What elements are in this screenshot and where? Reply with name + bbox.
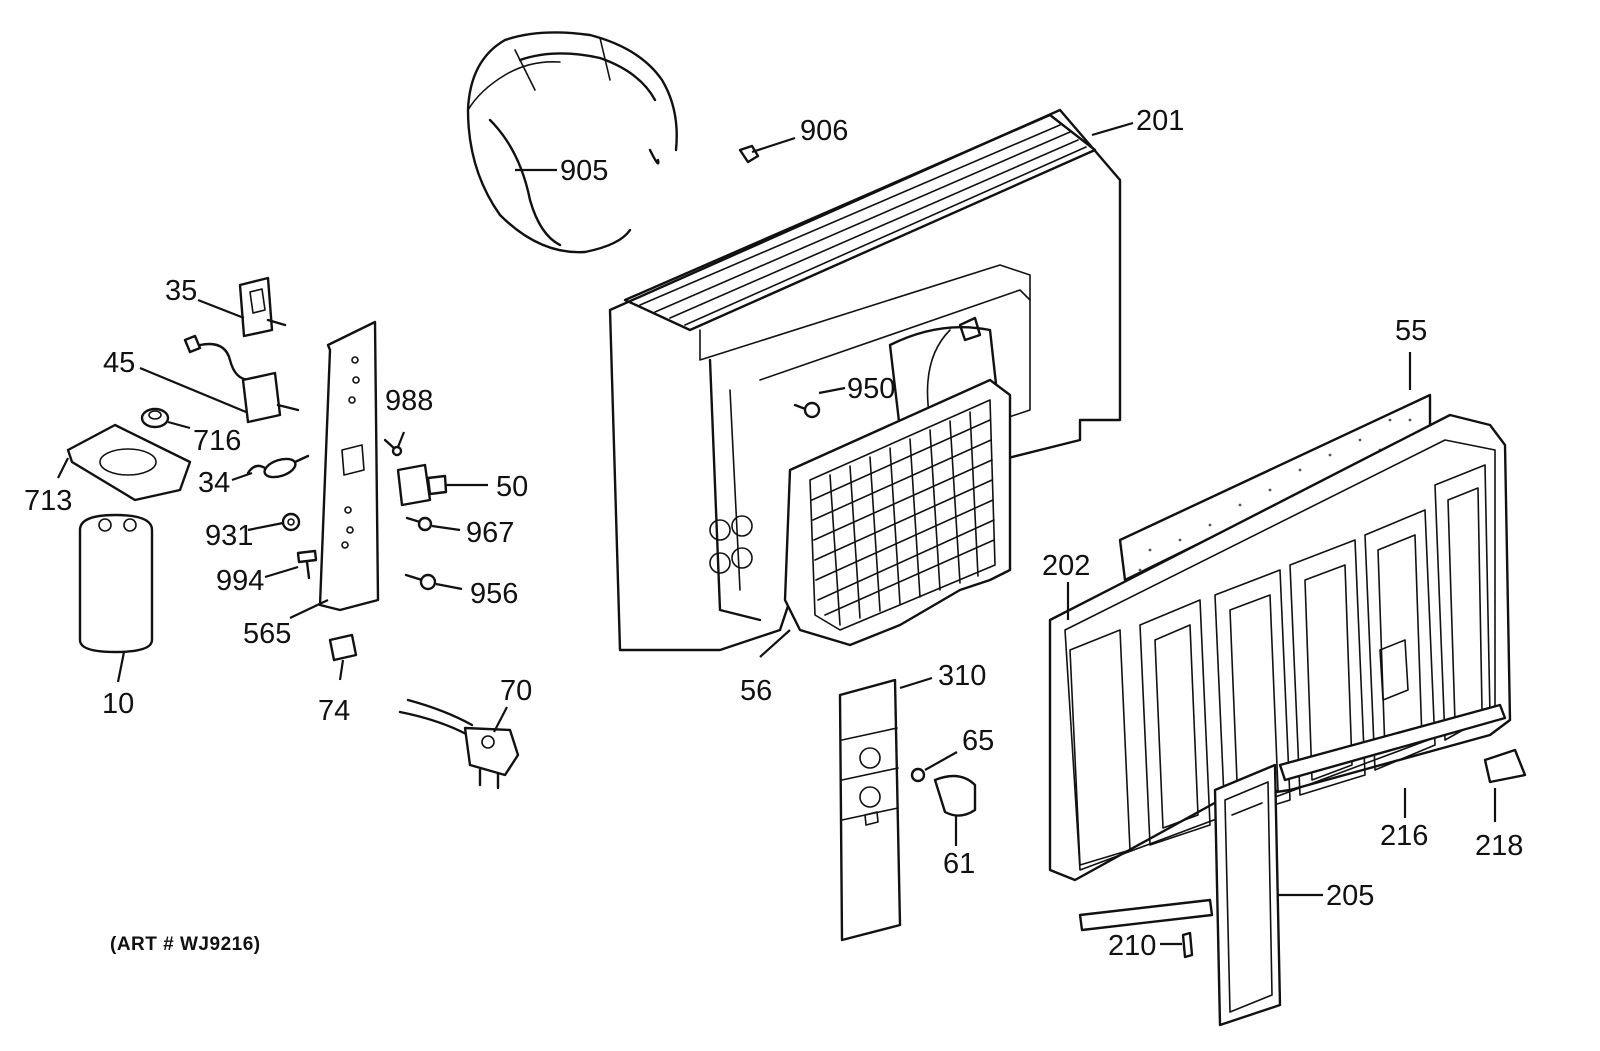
leader-201 bbox=[1091, 121, 1134, 137]
leader-956 bbox=[435, 582, 463, 591]
label-34: 34 bbox=[198, 467, 230, 499]
leader-950 bbox=[818, 386, 846, 395]
leader-716 bbox=[167, 420, 191, 430]
label-218: 218 bbox=[1475, 830, 1523, 862]
label-906: 906 bbox=[800, 115, 848, 147]
leader-565 bbox=[289, 599, 329, 619]
part-35-switch bbox=[238, 276, 287, 338]
label-565: 565 bbox=[243, 618, 291, 650]
part-967-screw bbox=[405, 516, 433, 532]
label-931: 931 bbox=[205, 520, 253, 552]
label-201: 201 bbox=[1136, 105, 1184, 137]
part-218-bracket bbox=[1483, 748, 1527, 784]
part-205-door bbox=[1213, 763, 1282, 1027]
part-70-power-cord bbox=[398, 698, 520, 790]
part-61-knob bbox=[933, 774, 977, 817]
label-35: 35 bbox=[165, 275, 197, 307]
part-905-fan-shroud bbox=[466, 31, 678, 254]
part-216-trim-strip bbox=[1278, 703, 1507, 782]
leader-988 bbox=[396, 431, 406, 448]
leader-10 bbox=[116, 651, 126, 683]
leader-65 bbox=[924, 751, 958, 771]
label-10: 10 bbox=[102, 688, 134, 720]
part-713-bracket bbox=[66, 423, 192, 502]
label-55: 55 bbox=[1395, 315, 1427, 347]
part-34-resistor bbox=[246, 454, 310, 479]
leader-310 bbox=[899, 676, 933, 690]
leader-967 bbox=[431, 524, 461, 532]
part-10-capacitor bbox=[78, 513, 154, 654]
label-45: 45 bbox=[103, 347, 135, 379]
label-950: 950 bbox=[847, 373, 895, 405]
label-716: 716 bbox=[193, 425, 241, 457]
label-205: 205 bbox=[1326, 880, 1374, 912]
part-210-strip bbox=[1078, 898, 1214, 959]
label-216: 216 bbox=[1380, 820, 1428, 852]
part-565-bracket bbox=[318, 320, 380, 612]
label-988: 988 bbox=[385, 385, 433, 417]
part-56-grille bbox=[783, 378, 1012, 647]
part-310-control-plate bbox=[838, 678, 902, 942]
leader-994 bbox=[264, 565, 299, 579]
label-713: 713 bbox=[24, 485, 72, 517]
label-50: 50 bbox=[496, 471, 528, 503]
leader-906 bbox=[751, 136, 796, 154]
leader-74 bbox=[338, 659, 345, 681]
label-202: 202 bbox=[1042, 550, 1090, 582]
leader-931 bbox=[247, 521, 284, 532]
part-65-knob-shaft bbox=[910, 767, 926, 783]
part-45-thermostat bbox=[183, 334, 300, 424]
leader-34 bbox=[231, 471, 253, 482]
label-905: 905 bbox=[560, 155, 608, 187]
leader-70 bbox=[493, 706, 508, 733]
label-70: 70 bbox=[500, 675, 532, 707]
part-906-clip bbox=[738, 144, 760, 164]
label-310: 310 bbox=[938, 660, 986, 692]
leader-lines bbox=[57, 121, 1497, 946]
label-65: 65 bbox=[962, 725, 994, 757]
part-988-screw bbox=[383, 438, 403, 457]
leader-56 bbox=[759, 629, 791, 658]
label-994: 994 bbox=[216, 565, 264, 597]
label-210: 210 bbox=[1108, 930, 1156, 962]
leader-45 bbox=[139, 366, 247, 414]
part-50-switch bbox=[396, 463, 448, 507]
label-56: 56 bbox=[740, 675, 772, 707]
label-967: 967 bbox=[466, 517, 514, 549]
part-716-bushing bbox=[140, 407, 170, 429]
art-number: (ART # WJ9216) bbox=[110, 934, 261, 955]
part-956-screw bbox=[404, 573, 437, 591]
label-61: 61 bbox=[943, 848, 975, 880]
leader-713 bbox=[57, 457, 69, 479]
label-74: 74 bbox=[318, 695, 350, 727]
part-994-bolt bbox=[296, 549, 318, 580]
part-950-screw bbox=[793, 401, 821, 419]
leader-35 bbox=[197, 298, 245, 320]
label-956: 956 bbox=[470, 578, 518, 610]
part-931-nut bbox=[281, 512, 301, 532]
part-labels: 905 906 201 35 45 716 713 34 988 50 967 … bbox=[24, 105, 1523, 962]
part-74-clip bbox=[328, 633, 358, 662]
